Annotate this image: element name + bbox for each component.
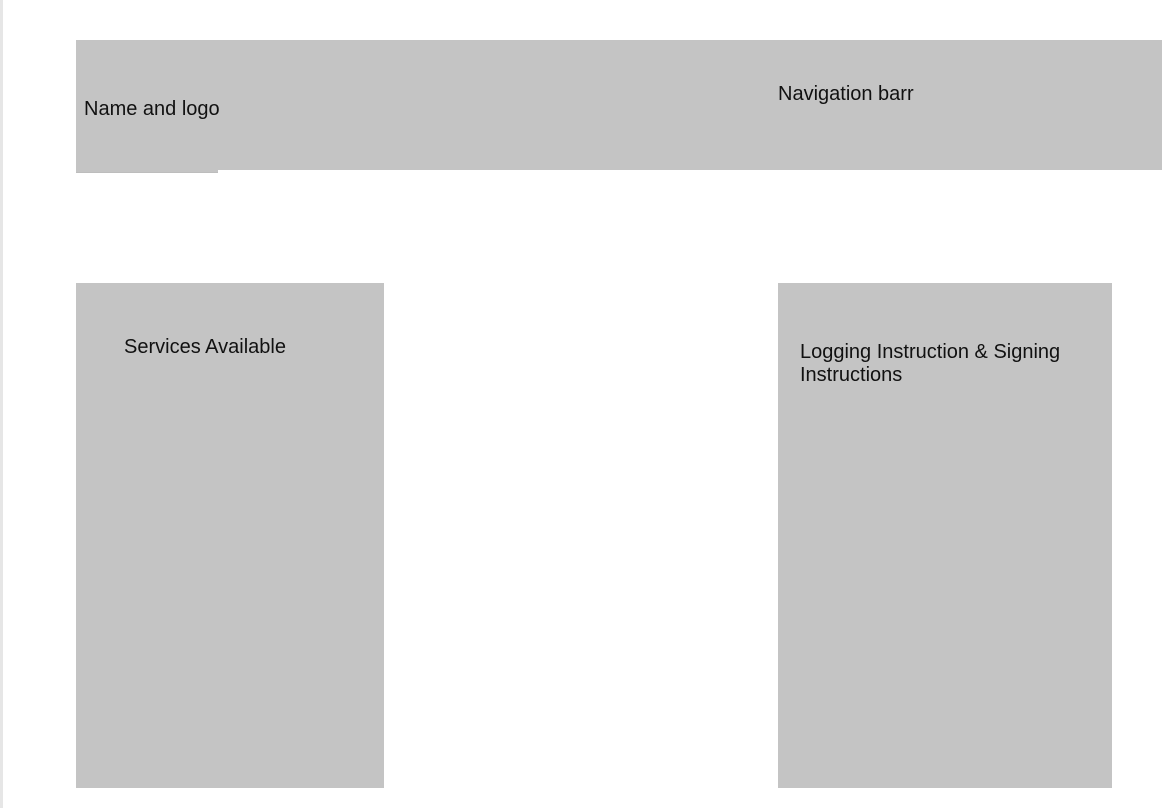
navigation-bar-label: Navigation barr bbox=[778, 83, 914, 105]
services-available-panel[interactable]: Services Available bbox=[76, 283, 384, 788]
name-and-logo-block[interactable]: Name and logo bbox=[76, 40, 220, 172]
services-available-label: Services Available bbox=[124, 336, 286, 358]
header-navigation-bar[interactable]: Navigation barr bbox=[76, 40, 1162, 170]
instructions-label: Logging Instruction & Signing Instructio… bbox=[800, 341, 1061, 386]
instructions-panel[interactable]: Logging Instruction & Signing Instructio… bbox=[778, 283, 1112, 788]
name-and-logo-label: Name and logo bbox=[84, 98, 220, 120]
left-border bbox=[0, 0, 3, 808]
